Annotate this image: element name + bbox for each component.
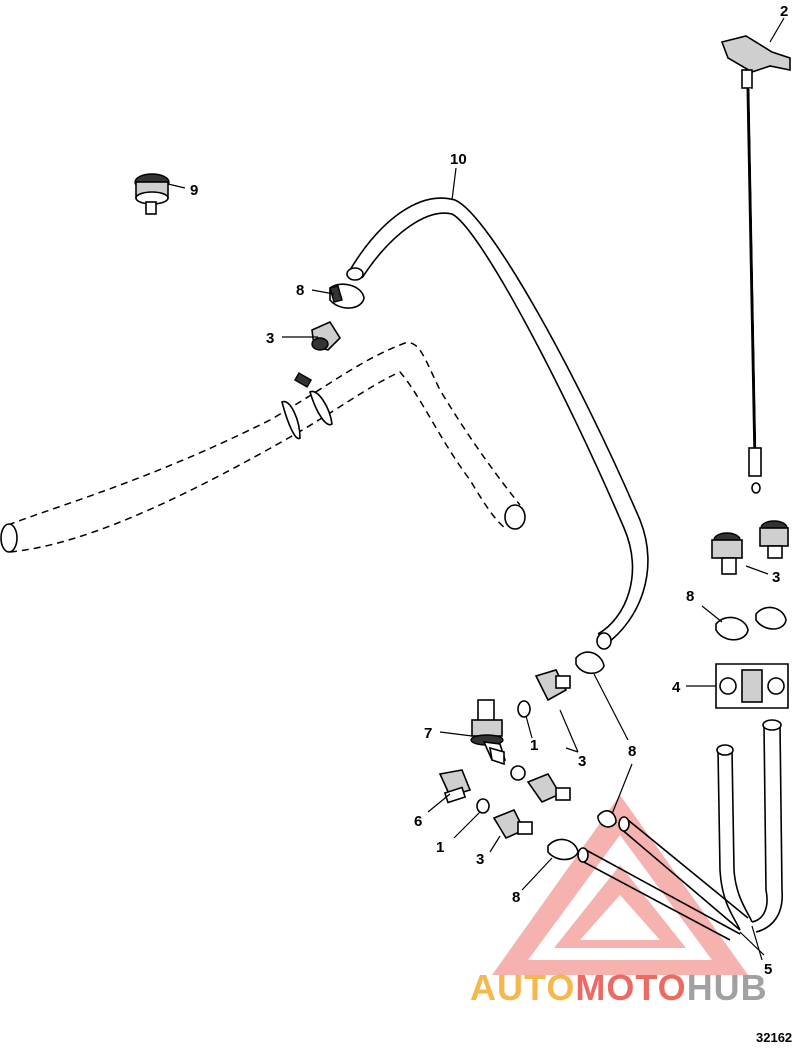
label-7: 7 (424, 725, 432, 742)
dipstick-2 (720, 35, 791, 494)
watermark-logo-icon (492, 795, 748, 975)
fittings-3-center (492, 669, 571, 840)
label-6: 6 (414, 813, 422, 830)
label-5: 5 (764, 961, 772, 978)
leader-lines (167, 17, 785, 961)
label-3-lower: 3 (476, 851, 484, 868)
adapter-6 (438, 769, 472, 804)
label-8-lower: 8 (512, 889, 520, 906)
label-8-center: 8 (628, 743, 636, 760)
svg-text:AUTOMOTOHUB: AUTOMOTOHUB (470, 967, 768, 1008)
label-2: 2 (780, 3, 788, 20)
bracket-4 (715, 663, 789, 709)
tube-assembly-5 (577, 719, 783, 941)
fittings-3-right (711, 520, 789, 575)
watermark-part1: AUTO (470, 967, 575, 1008)
label-8-top: 8 (296, 282, 304, 299)
dashed-hose (0, 342, 526, 553)
label-3-center: 3 (578, 753, 586, 770)
label-9: 9 (190, 182, 198, 199)
clamps-8-center (547, 651, 617, 861)
label-4: 4 (672, 679, 681, 696)
clamp-8-top (329, 283, 365, 309)
hose-10 (346, 197, 649, 650)
label-10: 10 (450, 151, 467, 168)
label-3-right: 3 (772, 569, 780, 586)
tee-fitting-7 (470, 699, 507, 766)
clamp-on-dashed-hose (281, 372, 333, 440)
label-8-right: 8 (686, 588, 694, 605)
clamps-8-right (715, 606, 787, 641)
watermark-part2: MOTO (575, 967, 686, 1008)
cap-9 (134, 173, 170, 215)
fitting-3-top (311, 320, 342, 351)
o-rings-1 (476, 700, 531, 814)
watermark-text: AUTOMOTOHUB (470, 967, 768, 1008)
figure-number: 32162 (756, 1030, 792, 1045)
label-1-lower: 1 (436, 839, 444, 856)
label-3-top: 3 (266, 330, 274, 347)
watermark-part3: HUB (687, 967, 768, 1008)
label-1-upper: 1 (530, 737, 538, 754)
